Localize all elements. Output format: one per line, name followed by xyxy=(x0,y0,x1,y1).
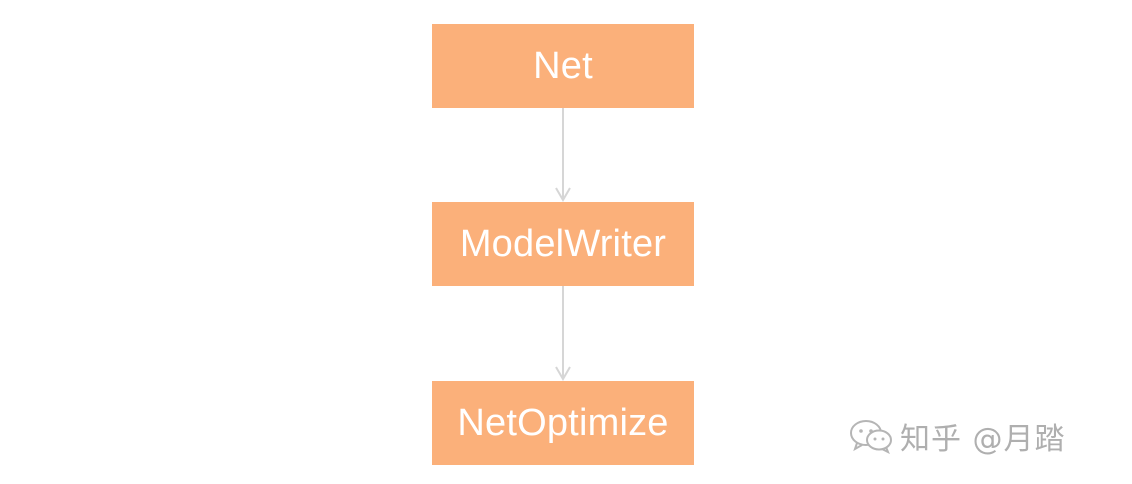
arrow-net-to-modelwriter xyxy=(555,108,571,202)
arrow-modelwriter-to-netoptimize xyxy=(555,286,571,381)
node-label: ModelWriter xyxy=(459,222,667,265)
node-net: Net xyxy=(432,24,694,108)
watermark-text: 知乎 @月踏 xyxy=(900,422,1066,457)
node-label: NetOptimize xyxy=(457,401,669,444)
watermark: 知乎 @月踏 xyxy=(848,414,1066,458)
node-netoptimize: NetOptimize xyxy=(432,381,694,465)
node-modelwriter: ModelWriter xyxy=(432,202,694,286)
node-label: Net xyxy=(533,44,593,87)
wechat-icon xyxy=(850,420,892,454)
